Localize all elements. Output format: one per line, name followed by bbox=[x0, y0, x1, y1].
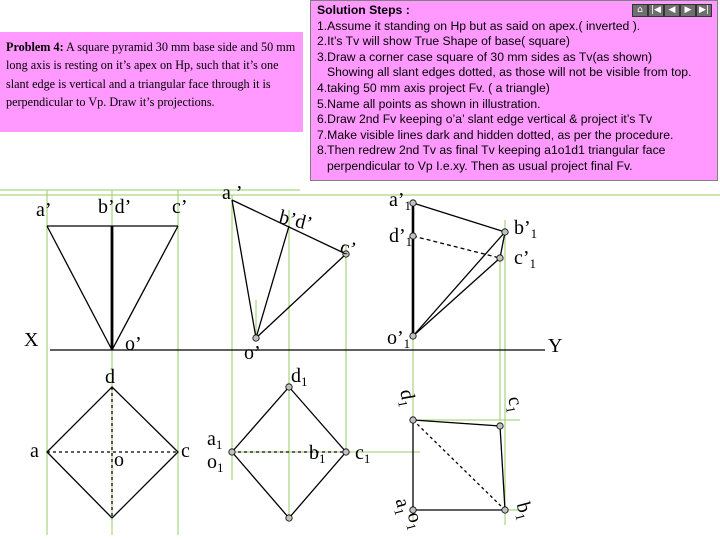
construction-lines bbox=[0, 189, 720, 535]
steps-title: Solution Steps : bbox=[317, 3, 410, 17]
point-tv3-a bbox=[409, 506, 417, 514]
label-tv1-a: a bbox=[30, 440, 39, 462]
step-line: 3.Draw a corner case square of 30 mm sid… bbox=[317, 49, 653, 64]
fv3-edge-c-o bbox=[412, 257, 501, 337]
tv3-edge-d-b-hidden bbox=[412, 419, 506, 511]
label-fv3-c: c’1 bbox=[514, 247, 537, 271]
fv2-edge-bd-o bbox=[255, 225, 290, 339]
point-fv3-b bbox=[501, 228, 509, 236]
label-tv2-b: b1 bbox=[309, 442, 326, 466]
top-view-1 bbox=[46, 386, 179, 519]
first-icon: |◀ bbox=[651, 5, 661, 15]
step-line: 4.taking 50 mm axis project Fv. ( a tria… bbox=[317, 80, 550, 95]
point-tv2-b bbox=[285, 514, 293, 522]
point-fv3-a bbox=[409, 199, 417, 207]
label-tv1-o: o bbox=[114, 449, 124, 471]
slide-navigation: ⌂ |◀ ◀ ▶ ▶| bbox=[632, 4, 712, 17]
last-icon: ▶| bbox=[699, 5, 709, 15]
front-view-2 bbox=[231, 199, 347, 339]
label-fv3-d: d’1 bbox=[389, 225, 413, 249]
step-line: 7.Make visible lines dark and hidden dot… bbox=[317, 127, 674, 142]
fv2-edge-a-o bbox=[231, 199, 257, 339]
label-fv1-bd: b’d’ bbox=[98, 196, 132, 218]
solution-steps: Solution Steps : 1.Assume it standing on… bbox=[310, 0, 718, 181]
step-line: 2.It’s Tv will show True Shape of base( … bbox=[317, 34, 570, 49]
step-line: 8.Then redrew 2nd Tv as final Tv keeping… bbox=[317, 143, 666, 158]
fv2-edge-c-o bbox=[255, 253, 347, 339]
label-y: Y bbox=[548, 335, 563, 357]
label-tv2-d: d1 bbox=[291, 365, 308, 389]
label-tv1-d: d bbox=[105, 366, 115, 388]
problem-title: Problem 4: bbox=[6, 40, 64, 54]
last-slide-button[interactable]: ▶| bbox=[696, 4, 712, 17]
fv3-edge-a-b bbox=[412, 202, 506, 233]
point-tv2-c bbox=[342, 448, 350, 456]
first-slide-button[interactable]: |◀ bbox=[648, 4, 664, 17]
home-button[interactable]: ⌂ bbox=[632, 4, 648, 17]
fv1-edge-c-o bbox=[111, 225, 179, 351]
point-fv2-c bbox=[342, 250, 350, 258]
fv3-edge-b-c bbox=[499, 231, 506, 259]
label-fv3-b: b’1 bbox=[514, 217, 538, 241]
next-slide-button[interactable]: ▶ bbox=[680, 4, 696, 17]
front-view-3 bbox=[411, 202, 506, 337]
label-fv1-a: a’ bbox=[36, 199, 52, 221]
label-fv1-c: c’ bbox=[172, 196, 188, 218]
point-tv3-c bbox=[496, 422, 504, 430]
label-tv2-o: o1 bbox=[207, 451, 224, 475]
problem-statement: Problem 4: A square pyramid 30 mm base s… bbox=[0, 32, 303, 132]
previous-icon: ◀ bbox=[668, 5, 676, 15]
step-line: Showing all slant edges dotted, as those… bbox=[327, 65, 692, 80]
label-fv3-a: a’1 bbox=[389, 189, 412, 213]
fv1-edge-a-o bbox=[46, 225, 113, 351]
label-fv3-o: o’1 bbox=[387, 327, 411, 351]
home-icon: ⌂ bbox=[637, 5, 643, 15]
point-tv3-d bbox=[409, 416, 417, 424]
point-fv3-d bbox=[409, 232, 417, 240]
problem-text: A square pyramid 30 mm base side and 50 … bbox=[6, 40, 296, 110]
label-x: X bbox=[24, 329, 39, 351]
step-line: 6.Draw 2nd Fv keeping o’a’ slant edge ve… bbox=[317, 112, 653, 127]
label-fv2-a: a ’ bbox=[222, 182, 243, 204]
fv3-edge-d-c-hidden bbox=[412, 235, 501, 259]
point-fv2-o bbox=[252, 334, 260, 342]
label-fv2-o: o’ bbox=[244, 342, 261, 364]
label-fv1-o: o’ bbox=[125, 333, 142, 355]
top-view-3 bbox=[412, 419, 506, 511]
step-line: perpendicular to Vp I.e.xy. Then as usua… bbox=[327, 158, 633, 173]
point-tv3-b bbox=[501, 506, 509, 514]
front-view-1 bbox=[46, 225, 179, 351]
step-line: 5.Name all points as shown in illustrati… bbox=[317, 96, 541, 111]
label-tv2-a: a1 bbox=[207, 428, 223, 452]
point-fv3-o bbox=[409, 332, 417, 340]
point-tv2-a bbox=[228, 448, 236, 456]
points bbox=[228, 199, 509, 522]
label-tv1-c: c bbox=[181, 440, 190, 462]
point-fv3-c bbox=[496, 254, 504, 262]
fv3-edge-b-o bbox=[412, 231, 506, 337]
next-icon: ▶ bbox=[684, 5, 692, 15]
label-tv2-c: c1 bbox=[355, 442, 371, 466]
tv1-square bbox=[46, 386, 179, 519]
previous-slide-button[interactable]: ◀ bbox=[664, 4, 680, 17]
point-tv2-d bbox=[285, 383, 293, 391]
step-line: 1.Assume it standing on Hp but as said o… bbox=[317, 18, 641, 33]
